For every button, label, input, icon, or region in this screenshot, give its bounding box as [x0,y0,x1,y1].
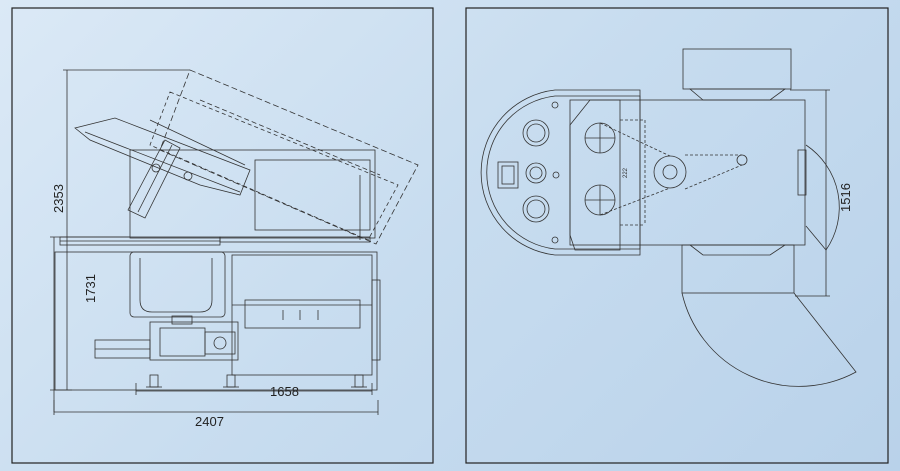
dim-total-height: 2353 [51,184,66,213]
dim-total-length: 2407 [195,414,224,429]
top-view-frame [465,7,889,464]
dim-base-length: 1658 [270,384,299,399]
dim-top-width: 1516 [838,183,853,212]
dim-table-height: 1731 [83,274,98,303]
dim-small-label: 222 [623,167,629,178]
side-view-panel: 2353 1731 1658 2407 [11,7,434,464]
side-view-frame [11,7,434,464]
top-view-panel: 1516 222 [465,7,889,464]
